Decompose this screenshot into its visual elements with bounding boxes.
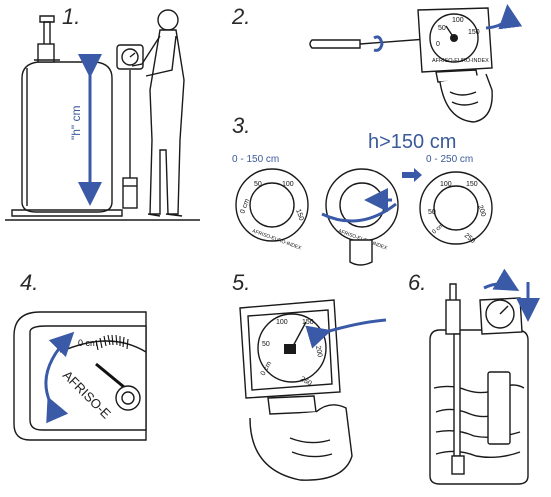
tank-6: [429, 329, 529, 485]
zero-label: 0 cm: [78, 338, 98, 348]
adjust-arrow: [44, 331, 75, 424]
dial-c-50: 50: [428, 209, 436, 216]
hand-2: [439, 73, 493, 123]
rotate-arrow-2: [485, 4, 523, 30]
dial-a-150: 150: [294, 208, 305, 221]
panel-5-gauge-hand: 0 cm 50 100 150 200 250: [239, 299, 387, 481]
dial-2-brand: AFRISO-EURO-INDEX: [432, 58, 489, 64]
probe-weight: [122, 177, 138, 209]
rotate-arrow-5: [305, 318, 387, 349]
panel-4-zero-adjust: 0 cm AFRISO-E: [13, 311, 147, 441]
dial-5-100: 100: [276, 319, 288, 326]
dial-5-50: 50: [262, 341, 270, 348]
float-6: [487, 371, 511, 445]
tank-body: [21, 61, 113, 213]
panel-3-range-select: h>150 cm 0 - 150 cm 0 - 250 cm 0 cm 50 1…: [232, 131, 493, 266]
rotate-arrow-3: [321, 202, 397, 223]
panel-6-tank-float: [429, 268, 540, 485]
tank-fitting: [37, 43, 55, 63]
panel-2-screwdriver: 50 100 150 0 AFRISO-EURO-INDEX: [309, 4, 523, 123]
dial-c-150: 150: [466, 181, 478, 188]
dial-c-100: 100: [440, 181, 452, 188]
hand-5: [249, 404, 353, 481]
step-5-label: 5.: [232, 270, 250, 295]
screwdriver-handle: [309, 39, 361, 49]
dial-2-0: 0: [436, 41, 440, 48]
tank-6-weight: [451, 455, 465, 475]
dial-2-150: 150: [468, 29, 480, 36]
range-0-250: 0 - 250 cm: [426, 154, 473, 165]
dial-2-100: 100: [452, 17, 464, 24]
step-4-label: 4.: [20, 270, 38, 295]
headline-150cm: h>150 cm: [368, 131, 456, 153]
dial-small-range: 0 cm 50 100 150 AFRISO-EURO-INDEX: [235, 168, 309, 252]
person-figure: [131, 9, 185, 217]
range-0-150: 0 - 150 cm: [232, 154, 279, 165]
zero-ticks: [95, 334, 129, 351]
dial-a-100: 100: [282, 181, 294, 188]
dial-a-0: 0 cm: [239, 198, 251, 215]
dial-5-250: 250: [299, 376, 313, 388]
rotate-arrow-6: [483, 268, 520, 291]
hand-3: [349, 239, 373, 266]
step-2-label: 2.: [231, 4, 250, 29]
dial-5-150: 150: [302, 319, 314, 326]
panel-1-tank-measurement: "h" cm: [5, 9, 200, 221]
dial-large-range: 50 100 150 200 250 0 cm: [419, 171, 493, 245]
rotate-arrow-small: [373, 35, 384, 52]
dial-2-50: 50: [438, 25, 446, 32]
dial-a-50: 50: [254, 181, 262, 188]
step-1-label: 1.: [62, 4, 80, 29]
step-6-label: 6.: [408, 270, 426, 295]
dial-c-200: 200: [476, 204, 487, 217]
height-label: "h" cm: [69, 105, 83, 140]
dial-5-200: 200: [314, 345, 323, 358]
step-3-label: 3.: [232, 113, 250, 138]
arrow-to-large: [402, 168, 422, 182]
